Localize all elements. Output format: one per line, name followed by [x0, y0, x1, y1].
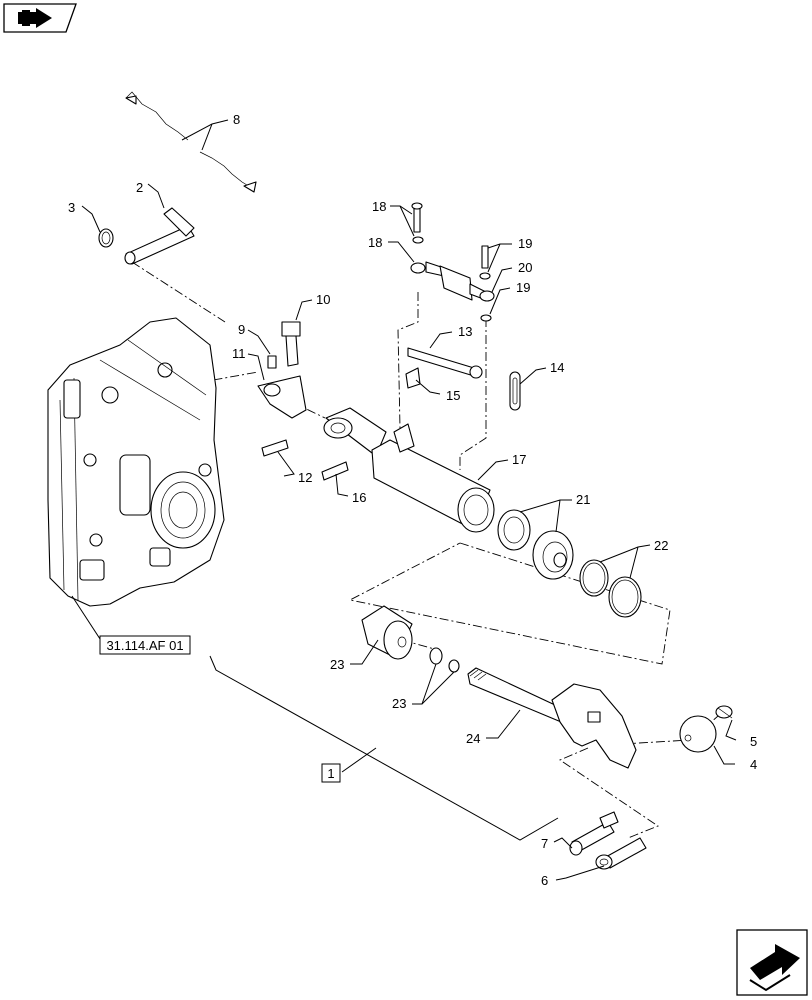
callout-23: 23 — [330, 657, 344, 672]
callout-4: 4 — [750, 757, 757, 772]
callout-15: 15 — [446, 388, 460, 403]
callout-20: 20 — [518, 260, 532, 275]
lever-part-13 — [405, 347, 483, 389]
callout-labels: 8 2 3 18 18 19 20 19 10 9 11 13 14 15 12… — [68, 112, 757, 888]
pin-part-6 — [595, 837, 647, 870]
key-and-dowel — [261, 439, 349, 481]
rear-housing — [47, 317, 225, 607]
callout-2: 2 — [136, 180, 143, 195]
rings-part-22 — [579, 559, 642, 618]
callout-13: 13 — [458, 324, 472, 339]
callout-10: 10 — [316, 292, 330, 307]
ball-part-4 — [679, 715, 717, 753]
callout-19: 19 — [518, 236, 532, 251]
callout-17: 17 — [512, 452, 526, 467]
callout-14: 14 — [550, 360, 564, 375]
reference-box[interactable]: 31.114.AF 01 — [99, 635, 191, 655]
callout-21: 21 — [576, 492, 590, 507]
callout-6: 6 — [541, 873, 548, 888]
callout-18b: 18 — [368, 235, 382, 250]
adjuster-assembly — [410, 202, 495, 322]
callout-11: 11 — [232, 346, 246, 361]
callout-9: 9 — [238, 322, 245, 337]
callout-24: 24 — [466, 731, 480, 746]
book-arrow-icon[interactable] — [3, 3, 77, 33]
pin-part-7 — [569, 811, 619, 856]
pin-part-2 — [124, 207, 195, 265]
seals-part-21 — [497, 509, 574, 580]
callout-23b: 23 — [392, 696, 406, 711]
callout-3: 3 — [68, 200, 75, 215]
reference-label: 31.114.AF 01 — [106, 638, 183, 653]
cylinder-part-17 — [323, 407, 495, 533]
callout-7: 7 — [541, 836, 548, 851]
assembly-bracket — [209, 655, 559, 841]
assembly-label: 1 — [327, 766, 334, 781]
callout-8: 8 — [233, 112, 240, 127]
piston-part-23 — [361, 605, 460, 673]
leader-lines — [71, 119, 737, 881]
callout-19b: 19 — [516, 280, 530, 295]
callout-18: 18 — [372, 199, 386, 214]
clip-part-5 — [715, 705, 733, 719]
chain-part-8 — [125, 91, 257, 193]
link-part-14 — [509, 371, 521, 411]
callout-12: 12 — [298, 470, 312, 485]
callout-22: 22 — [654, 538, 668, 553]
rod-part-24 — [467, 667, 637, 769]
assembly-box: 1 — [321, 763, 341, 783]
clevis-parts — [257, 321, 307, 419]
callout-5: 5 — [750, 734, 757, 749]
ring-part-3 — [98, 228, 114, 248]
next-page-arrow-icon[interactable] — [736, 929, 808, 996]
callout-16: 16 — [352, 490, 366, 505]
